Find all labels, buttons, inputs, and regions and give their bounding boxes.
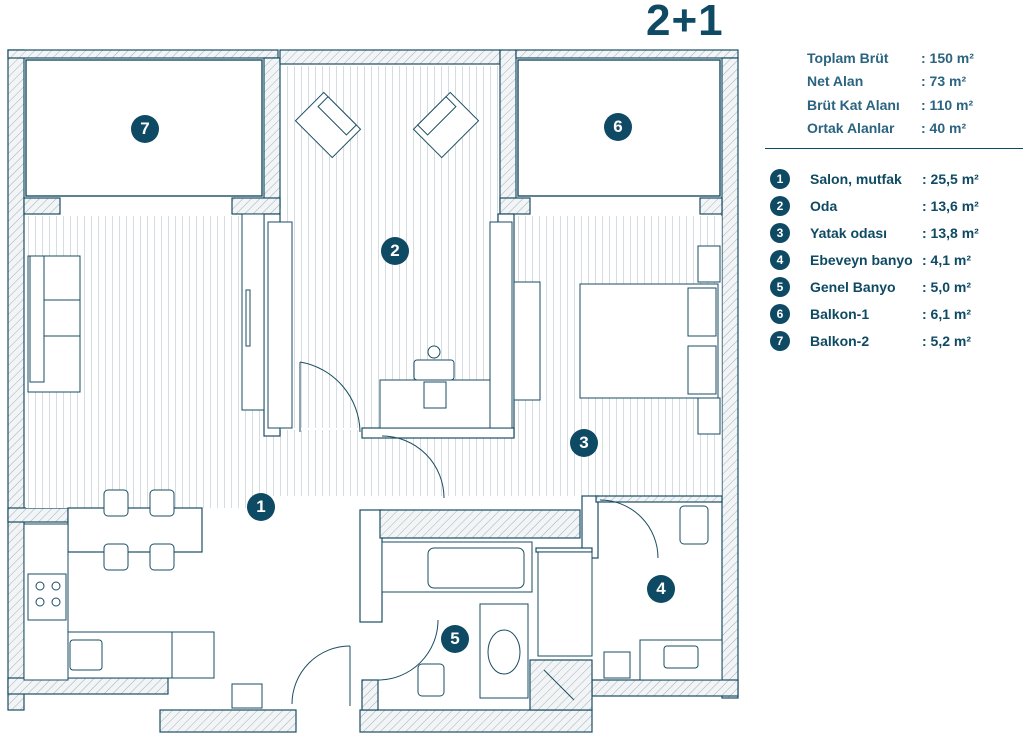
legend-room-area: : 13,8 m² bbox=[922, 224, 979, 241]
legend-number: 4 bbox=[770, 249, 790, 270]
plan-title: 2+1 bbox=[646, 0, 724, 45]
plan-badge-7: 7 bbox=[131, 115, 159, 143]
legend-room-area: : 13,6 m² bbox=[922, 197, 979, 214]
legend-row: 2 Oda : 13,6 m² bbox=[770, 192, 979, 219]
kitchen bbox=[23, 523, 263, 709]
legend-number: 7 bbox=[770, 330, 790, 351]
divider bbox=[765, 148, 1023, 149]
bathrooms bbox=[381, 505, 723, 699]
legend-room-name: Ebeveyn banyo bbox=[810, 251, 913, 268]
plan-badge-6: 6 bbox=[604, 113, 632, 141]
bed bbox=[579, 245, 721, 435]
legend-room-name: Salon, mutfak bbox=[810, 170, 902, 187]
summary-row: Brüt Kat Alanı : 110 m² bbox=[807, 93, 974, 117]
plan-badge-2: 2 bbox=[381, 237, 409, 265]
legend-number: 5 bbox=[770, 276, 790, 297]
summary-label: Toplam Brüt bbox=[807, 49, 889, 66]
legend-number: 1 bbox=[770, 168, 790, 189]
summary-label: Net Alan bbox=[807, 73, 864, 90]
plan-badge-4: 4 bbox=[647, 575, 675, 603]
legend-room-area: : 25,5 m² bbox=[922, 170, 979, 187]
summary-value: : 40 m² bbox=[921, 120, 967, 137]
legend-row: 1 Salon, mutfak : 25,5 m² bbox=[770, 165, 979, 192]
armchairs bbox=[294, 91, 480, 159]
summary-label: Ortak Alanlar bbox=[807, 120, 895, 137]
legend-room-area: : 6,1 m² bbox=[922, 305, 972, 322]
summary-value: : 150 m² bbox=[921, 49, 974, 66]
summary-row: Net Alan : 73 m² bbox=[807, 70, 974, 94]
plan-badge-3: 3 bbox=[570, 429, 598, 457]
legend-row: 4 Ebeveyn banyo : 4,1 m² bbox=[770, 246, 979, 273]
legend-room-area: : 4,1 m² bbox=[922, 251, 972, 268]
legend-room-area: : 5,2 m² bbox=[922, 332, 972, 349]
legend-room-area: : 5,0 m² bbox=[922, 278, 972, 295]
doors bbox=[291, 361, 659, 706]
legend-row: 3 Yatak odası : 13,8 m² bbox=[770, 219, 979, 246]
summary-label: Brüt Kat Alanı bbox=[807, 96, 900, 113]
legend-room-name: Oda bbox=[810, 197, 838, 214]
summary-value: : 110 m² bbox=[921, 96, 974, 113]
summary-row: Ortak Alanlar : 40 m² bbox=[807, 117, 974, 141]
legend-room-name: Balkon-2 bbox=[810, 332, 870, 349]
legend-row: 7 Balkon-2 : 5,2 m² bbox=[770, 327, 979, 354]
legend-room-name: Balkon-1 bbox=[810, 305, 870, 322]
summary-row: Toplam Brüt : 150 m² bbox=[807, 46, 974, 70]
outer-walls bbox=[7, 49, 739, 733]
desk-chair bbox=[413, 345, 455, 409]
dining-set bbox=[103, 489, 175, 571]
floor-plan bbox=[7, 49, 739, 733]
legend-number: 2 bbox=[770, 195, 790, 216]
legend-number: 3 bbox=[770, 222, 790, 243]
legend-number: 6 bbox=[770, 303, 790, 324]
legend-room-name: Yatak odası bbox=[810, 224, 888, 241]
room-legend: 1 Salon, mutfak : 25,5 m² 2 Oda : 13,6 m² 3 Y… bbox=[770, 165, 979, 354]
plan-badge-5: 5 bbox=[441, 625, 469, 653]
plan-badge-1: 1 bbox=[247, 493, 275, 521]
legend-room-name: Genel Banyo bbox=[810, 278, 896, 295]
legend-row: 5 Genel Banyo : 5,0 m² bbox=[770, 273, 979, 300]
summary-value: : 73 m² bbox=[921, 73, 967, 90]
legend-row: 6 Balkon-1 : 6,1 m² bbox=[770, 300, 979, 327]
area-summary: Toplam Brüt : 150 m² Net Alan : 73 m² Brüt… bbox=[807, 46, 974, 140]
sofa bbox=[27, 255, 81, 393]
